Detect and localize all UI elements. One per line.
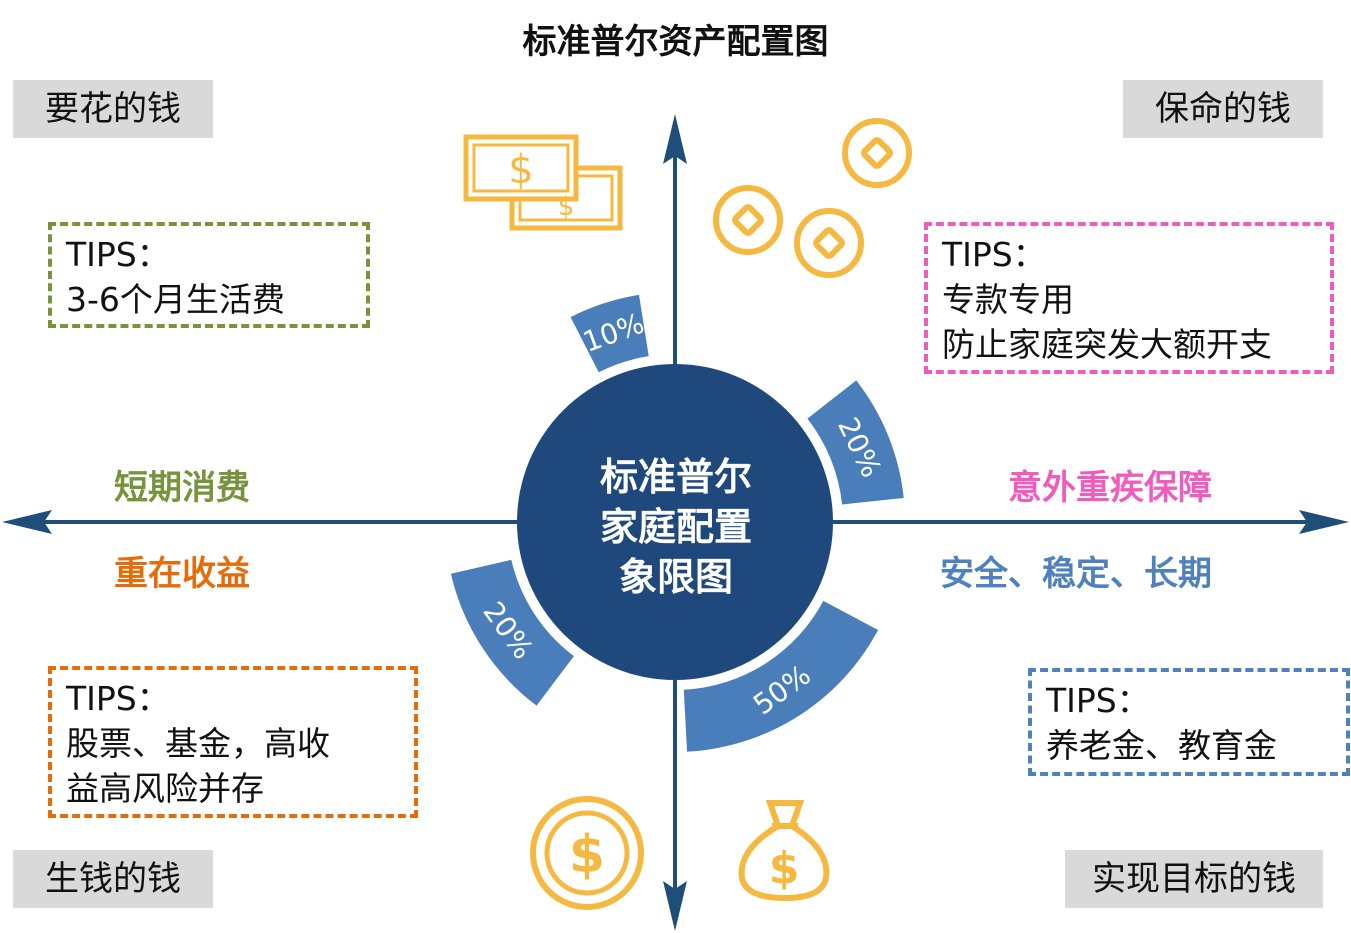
page-title: 标准普尔资产配置图	[522, 22, 829, 62]
tips-box-top-right: TIPS： 专款专用 防止家庭突发大额开支	[924, 222, 1334, 374]
quadrant-label-bottom-left: 生钱的钱	[13, 850, 213, 908]
tips-line: 3-6个月生活费	[66, 280, 285, 319]
center-label: 标准普尔 家庭配置 象限图	[520, 452, 832, 602]
tips-line: 防止家庭突发大额开支	[942, 325, 1272, 364]
money-bag-icon: $	[738, 800, 830, 902]
tips-title: TIPS：	[66, 679, 170, 718]
center-label-line-1: 标准普尔	[599, 455, 752, 499]
allocation-arcs: 10%20%20%50%	[450, 294, 904, 752]
tips-title: TIPS：	[1046, 681, 1150, 720]
banknotes-icon: $ $	[463, 134, 623, 231]
tips-box-bottom-left: TIPS： 股票、基金，高收 益高风险并存	[48, 666, 418, 818]
tips-line: 专款专用	[942, 280, 1074, 319]
center-label-line-3: 象限图	[618, 555, 733, 599]
coins-icon	[713, 118, 912, 278]
arc-segment-bottom-right	[683, 600, 879, 752]
tips-title: TIPS：	[66, 235, 170, 274]
center-circle	[517, 364, 833, 680]
tips-line: 养老金、教育金	[1046, 726, 1277, 765]
svg-text:$: $	[769, 843, 800, 894]
svg-text:$: $	[508, 147, 533, 193]
svg-text:$: $	[569, 825, 605, 885]
axis-label-bottom-right: 安全、稳定、长期	[940, 554, 1212, 594]
quadrant-label-bottom-right: 实现目标的钱	[1065, 850, 1323, 908]
axis-label-top-left: 短期消费	[114, 468, 250, 508]
svg-text:$: $	[558, 192, 575, 222]
tips-line: 益高风险并存	[66, 769, 264, 808]
arrow-down-icon	[663, 881, 687, 931]
quadrant-label-top-right: 保命的钱	[1123, 80, 1323, 138]
arrow-up-icon	[663, 114, 687, 164]
quadrant-label-top-left: 要花的钱	[13, 80, 213, 138]
tips-box-bottom-right: TIPS： 养老金、教育金	[1028, 668, 1350, 776]
dollar-coin-icon: $	[530, 796, 644, 910]
tips-title: TIPS：	[942, 235, 1046, 274]
arrow-right-icon	[1299, 510, 1349, 534]
center-label-line-2: 家庭配置	[599, 505, 752, 549]
arc-segment-top-right	[807, 380, 904, 505]
axis-label-bottom-left: 重在收益	[114, 554, 250, 594]
arc-segment-bottom-left	[450, 559, 574, 706]
arrow-left-icon	[2, 510, 52, 534]
tips-line: 股票、基金，高收	[66, 724, 330, 763]
arc-segment-top-left	[570, 294, 649, 373]
tips-box-top-left: TIPS： 3-6个月生活费	[48, 222, 370, 328]
axis-label-top-right: 意外重疾保障	[1008, 468, 1212, 508]
